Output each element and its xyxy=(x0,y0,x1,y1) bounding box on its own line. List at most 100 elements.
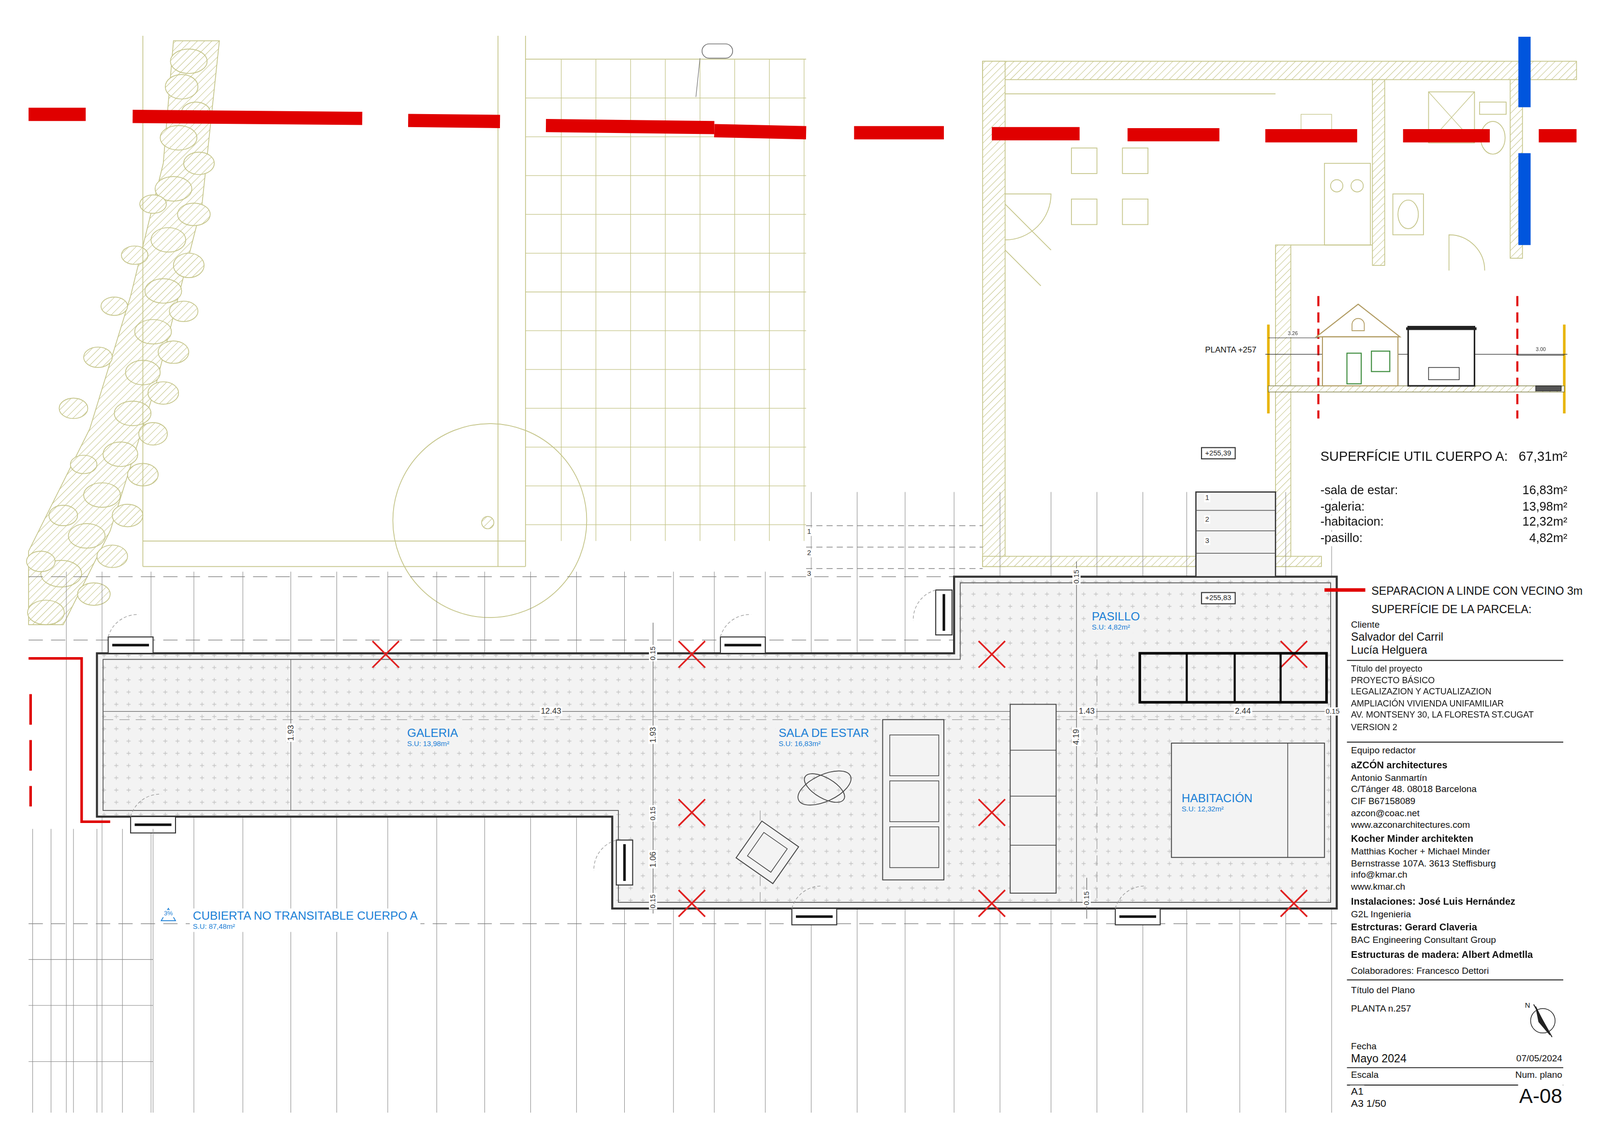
consultant-name: Estructuras de madera: Albert Admetlla xyxy=(1350,949,1534,961)
scale: A3 1/50 xyxy=(1350,1097,1388,1110)
plan-line xyxy=(806,568,983,569)
door-swing xyxy=(1005,204,1052,286)
toilet-tank xyxy=(1479,102,1507,115)
sink xyxy=(1393,193,1424,235)
wardrobe-division xyxy=(1185,653,1188,703)
column-marker xyxy=(978,641,1006,668)
dimension: 0.15 xyxy=(648,805,658,822)
firm-detail: Bernstrasse 107A. 3613 Steffisburg xyxy=(1350,858,1498,869)
stone xyxy=(134,319,172,345)
property-line xyxy=(1127,128,1220,142)
section-setback xyxy=(1317,295,1320,419)
area-item: -galeria: xyxy=(1319,500,1366,515)
sheet-number: A-08 xyxy=(1518,1084,1564,1109)
legend-swatch xyxy=(1324,587,1366,592)
kitchen-counter xyxy=(1324,163,1371,246)
property-line xyxy=(132,116,363,119)
wardrobe-division xyxy=(1233,653,1236,703)
room-area: S.U: 87,48m² xyxy=(192,923,418,932)
dimension: 0.15 xyxy=(1082,890,1091,907)
title-block-field: Num. plano xyxy=(1514,1069,1564,1081)
neighbour-line xyxy=(1518,36,1531,108)
window xyxy=(616,839,633,885)
dimension-line xyxy=(1517,354,1565,356)
stone xyxy=(170,48,207,74)
property-line xyxy=(714,130,807,133)
bench-joint xyxy=(1010,795,1057,797)
area-heading: SUPERFÍCIE UTIL CUERPO A: xyxy=(1319,449,1510,466)
drawing-title: PLANTA n.257 xyxy=(1350,1003,1412,1014)
stone xyxy=(165,74,199,100)
stone xyxy=(112,504,143,527)
firm-detail: info@kmar.ch xyxy=(1350,869,1409,881)
window-swing xyxy=(720,614,751,637)
property-line xyxy=(545,125,715,128)
stone xyxy=(147,381,179,405)
section-limit xyxy=(1562,324,1566,414)
floor-slab xyxy=(96,576,1337,909)
room-area: S.U: 13,98m² xyxy=(407,740,458,749)
plan-line xyxy=(806,525,983,526)
project-title: LEGALIZAZION Y ACTUALIZAZION xyxy=(1350,687,1493,698)
chair xyxy=(1122,199,1148,225)
window-glass xyxy=(112,644,149,647)
sink-bowl xyxy=(1397,200,1419,229)
scale: A1 xyxy=(1350,1085,1365,1098)
title-block-rule xyxy=(1347,741,1564,743)
window xyxy=(792,908,837,925)
window xyxy=(935,589,953,635)
client-name: Salvador del Carril xyxy=(1350,630,1445,644)
window-swing xyxy=(1115,885,1146,909)
roof-line xyxy=(50,828,52,1113)
dimension: 1.93 xyxy=(286,723,296,742)
project-title: VERSION 2 xyxy=(1350,722,1399,734)
stone xyxy=(121,246,148,265)
north-arrow-axis xyxy=(1533,1004,1553,1038)
roof-line xyxy=(28,1005,153,1006)
stone xyxy=(158,340,189,364)
column-marker xyxy=(978,799,1006,826)
dimension: 1.43 xyxy=(1077,706,1096,717)
firm-detail: www.azconarchitectures.com xyxy=(1350,819,1471,831)
window-swing xyxy=(593,839,617,871)
window-glass xyxy=(795,915,833,918)
paving-joint xyxy=(525,252,807,254)
stone xyxy=(48,505,78,526)
stone xyxy=(70,455,98,474)
project-title: PROYECTO BÁSICO xyxy=(1350,675,1436,687)
tree-trunk xyxy=(481,516,494,529)
slope-arrow xyxy=(161,908,176,921)
paving-joint xyxy=(525,97,807,99)
firm-name: aZCÓN architectures xyxy=(1350,760,1449,772)
roof-line xyxy=(122,828,123,1113)
window-glass xyxy=(724,644,762,647)
dimension: 4.19 xyxy=(1071,728,1082,747)
title-block-rule xyxy=(1347,1067,1564,1069)
rug xyxy=(799,767,850,808)
roof-line xyxy=(96,828,98,1113)
section-sofa xyxy=(1428,367,1459,380)
armchair-seat xyxy=(747,832,788,873)
area-item: -sala de estar: xyxy=(1319,484,1400,499)
stair-number: 2 xyxy=(1203,515,1210,524)
wardrobe xyxy=(1139,653,1327,703)
slope-label: 3% xyxy=(162,910,175,918)
room-name: CUBIERTA NO TRANSITABLE CUERPO A xyxy=(192,909,418,924)
dimension: 1.06 xyxy=(648,850,658,869)
paving-joint xyxy=(525,446,807,448)
sofa-cushion xyxy=(889,734,939,776)
stair-number: 1 xyxy=(806,527,812,536)
property-line xyxy=(853,126,944,140)
roof-line xyxy=(32,828,33,1113)
stone xyxy=(58,397,88,419)
hob xyxy=(1350,179,1364,192)
window xyxy=(720,636,766,654)
stone xyxy=(183,152,215,175)
title-block-rule xyxy=(1347,660,1564,661)
door-swing xyxy=(1449,234,1485,271)
level-marker: +255,39 xyxy=(1201,447,1236,460)
chair xyxy=(1071,147,1098,174)
section-roof-slab xyxy=(1406,327,1477,330)
title-block-field: Título del Plano xyxy=(1350,984,1416,996)
